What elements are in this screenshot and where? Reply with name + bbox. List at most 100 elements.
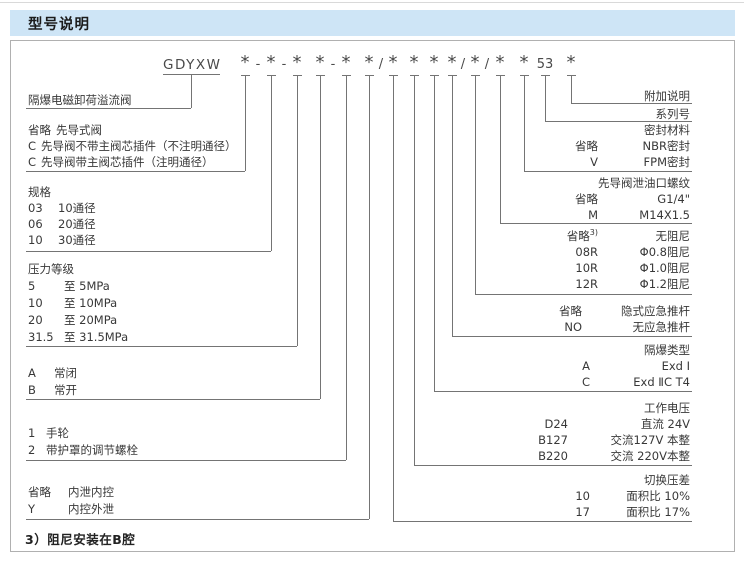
code-star-10: * (447, 52, 457, 73)
connector-underline-right (414, 465, 692, 466)
code-star-8: * (409, 52, 419, 73)
connector-underline-left (26, 460, 346, 461)
connector-vertical (434, 75, 435, 391)
top-divider (0, 2, 744, 3)
section-title: 型号说明 (28, 16, 90, 33)
connector-vertical (346, 75, 347, 460)
connector-vertical (571, 75, 572, 103)
code-dash: - (281, 57, 287, 72)
group-header: 规格 (28, 185, 51, 199)
valve-name-text: 隔爆电磁卸荷溢流阀 (28, 93, 132, 107)
model-code-prefix: GDYXW (163, 57, 222, 73)
connector-vertical (524, 75, 525, 171)
label-valve-name: 隔爆电磁卸荷溢流阀 (28, 92, 132, 108)
code-star-3: * (292, 52, 302, 73)
code-dash: - (330, 57, 336, 72)
connector-underline-right (434, 391, 692, 392)
group-header: 压力等级 (28, 262, 74, 276)
connector-underline-right (571, 103, 692, 104)
code-slash: / (484, 57, 490, 72)
footnote-marker: 3) (589, 228, 598, 238)
connector-vertical (369, 75, 370, 519)
option-row: 省略内泄内控 (28, 485, 114, 499)
code-star-11: * (470, 52, 480, 73)
option-row: 省略隐式应急推杆 (559, 304, 690, 318)
footnote: 3）阻尼安装在B腔 (25, 532, 136, 547)
connector-underline-right (393, 521, 692, 522)
code-star-13: * (519, 52, 529, 73)
code-star-12: * (495, 52, 505, 73)
connector-underline-left (26, 399, 320, 400)
code-star-7: * (388, 52, 398, 73)
connector-underline-right (452, 336, 692, 337)
connector-underline-right (524, 171, 692, 172)
connector-vertical (191, 74, 192, 108)
label-series-number: 系列号 (655, 107, 691, 121)
connector-vertical (545, 75, 546, 121)
code-series-53: 53 (536, 57, 554, 72)
connector-vertical (500, 75, 501, 223)
section-header: 型号说明 (10, 10, 735, 36)
connector-underline-left (26, 108, 191, 109)
connector-vertical (414, 75, 415, 465)
code-star-2: * (266, 52, 276, 73)
connector-vertical (452, 75, 453, 336)
option-row: 省略3)无阻尼 (566, 228, 690, 243)
code-star-9: * (429, 52, 439, 73)
connector-vertical (271, 75, 272, 251)
code-dash: - (255, 57, 261, 72)
connector-underline-left (26, 519, 369, 520)
code-slash: / (378, 57, 384, 72)
diagram-panel (10, 40, 735, 552)
code-star-5: * (341, 52, 351, 73)
connector-underline-right (545, 121, 692, 122)
connector-vertical (475, 75, 476, 294)
connector-vertical (245, 75, 246, 171)
code-star-14: * (566, 52, 576, 73)
connector-underline-right (500, 223, 692, 224)
connector-vertical (297, 75, 298, 346)
code-star-1: * (240, 52, 250, 73)
connector-underline-left (26, 171, 245, 172)
